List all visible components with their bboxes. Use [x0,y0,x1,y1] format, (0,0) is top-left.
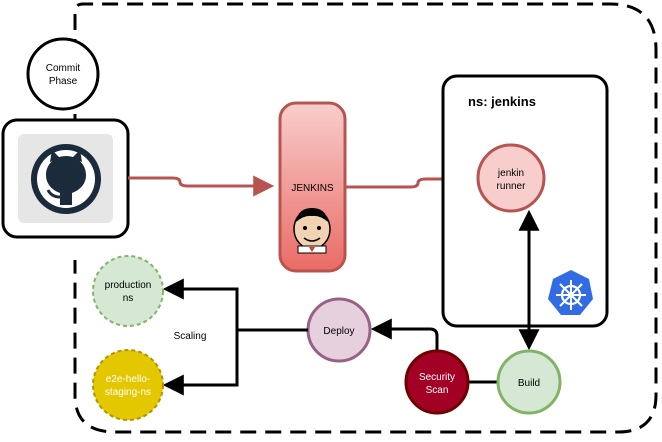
runner-label-line1: jenkin [497,168,524,179]
namespace-label: ns: jenkins [468,94,536,109]
staging-namespace-node: e2e-hello- staging-ns [92,349,164,421]
scaling-label: Scaling [174,331,207,342]
source-repo-node [1,118,130,239]
commit-phase-label-line1: Commit [46,63,81,74]
deploy-label: Deploy [323,326,354,337]
security-label-line2: Scan [426,385,449,396]
jenkins-to-runner-arrow [345,168,478,190]
production-label-line1: production [105,280,152,291]
production-namespace-node: production ns [92,255,164,327]
jenkins-server-node: JENKINS [278,101,347,273]
runner-label-line2: runner [497,181,527,192]
build-node: Build [496,349,562,415]
commit-phase-label-line2: Phase [49,76,78,87]
deploy-to-staging-arrow [162,330,239,396]
github-octocat-icon [31,144,101,214]
kubernetes-helm-icon [548,270,593,315]
security-to-deploy-arrow [370,318,439,352]
source-to-jenkins-arrow [128,175,275,197]
jenkins-butler-icon [293,208,331,254]
production-label-line2: ns [123,293,134,304]
staging-label-line2: staging-ns [105,387,151,398]
deploy-node: Deploy [306,297,372,363]
commit-phase-node: Commit Phase [26,37,100,111]
jenkins-label: JENKINS [291,183,334,194]
jenkin-runner-node: jenkin runner [476,143,546,213]
security-scan-node: Security Scan [404,349,470,415]
security-label-line1: Security [419,372,455,383]
staging-label-line1: e2e-hello- [106,374,150,385]
pipeline-boundary [73,2,658,434]
build-label: Build [518,378,540,389]
deploy-to-production-arrow [162,278,308,332]
